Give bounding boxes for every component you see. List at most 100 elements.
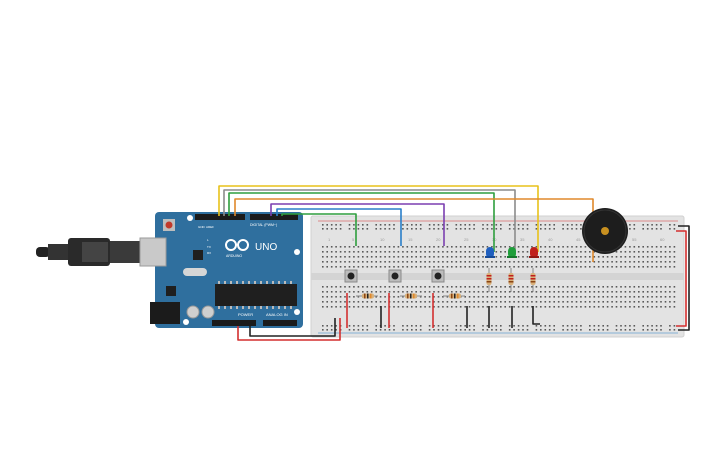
breadboard-hole — [606, 325, 609, 327]
breadboard-hole — [348, 224, 351, 226]
breadboard-hole — [544, 301, 547, 303]
column-number: 40 — [548, 237, 553, 242]
breadboard-hole — [402, 228, 404, 230]
breadboard-hole — [508, 306, 511, 308]
breadboard-hole — [344, 291, 346, 293]
breadboard-hole — [508, 224, 511, 226]
breadboard-hole — [393, 296, 395, 298]
breadboard-hole — [486, 261, 489, 263]
breadboard-hole — [397, 251, 400, 253]
breadboard-hole — [433, 291, 435, 293]
breadboard-hole — [384, 266, 386, 268]
breadboard-hole — [638, 291, 640, 293]
breadboard-hole — [540, 329, 542, 331]
breadboard-hole — [544, 261, 547, 263]
breadboard-hole — [486, 329, 489, 331]
breadboard-hole — [642, 266, 644, 268]
breadboard-hole — [597, 286, 600, 288]
breadboard-hole — [459, 251, 462, 253]
breadboard-hole — [548, 306, 551, 308]
breadboard-hole — [522, 266, 524, 268]
breadboard-hole — [428, 291, 431, 293]
breadboard-hole — [468, 246, 471, 248]
breadboard-hole — [633, 301, 636, 303]
breadboard-hole — [357, 266, 360, 268]
breadboard-hole — [522, 291, 524, 293]
breadboard-hole — [362, 329, 364, 331]
breadboard-hole — [548, 286, 551, 288]
breadboard-hole — [611, 291, 613, 293]
breadboard-hole — [526, 228, 529, 230]
breadboard-hole — [557, 296, 560, 298]
breadboard-hole — [375, 266, 377, 268]
breadboard-hole — [411, 228, 413, 230]
breadboard-hole — [468, 301, 471, 303]
breadboard-hole — [540, 325, 542, 327]
breadboard-hole — [642, 246, 644, 248]
breadboard-hole — [562, 266, 564, 268]
breadboard-hole — [384, 306, 386, 308]
breadboard-hole — [584, 266, 587, 268]
breadboard-hole — [379, 228, 382, 230]
breadboard-hole — [571, 266, 573, 268]
brand-label: UNO — [255, 242, 277, 253]
breadboard-hole — [411, 325, 413, 327]
push-button — [388, 269, 402, 283]
column-number: 35 — [520, 237, 525, 242]
analog-header — [263, 320, 297, 326]
breadboard-hole — [655, 329, 658, 331]
breadboard-hole — [375, 325, 377, 327]
breadboard-hole — [655, 325, 658, 327]
breadboard-hole — [424, 286, 426, 288]
breadboard-hole — [326, 246, 328, 248]
breadboard-hole — [326, 286, 328, 288]
crystal — [183, 268, 207, 276]
breadboard-hole — [406, 286, 409, 288]
breadboard-hole — [330, 325, 333, 327]
breadboard-hole — [615, 251, 618, 253]
breadboard-hole — [531, 301, 533, 303]
breadboard-hole — [451, 256, 453, 258]
breadboard-hole — [339, 286, 342, 288]
breadboard-hole — [651, 246, 653, 248]
breadboard-hole — [442, 266, 444, 268]
breadboard-hole — [535, 266, 538, 268]
breadboard-hole — [322, 251, 324, 253]
breadboard-hole — [562, 251, 564, 253]
breadboard-hole — [459, 306, 462, 308]
breadboard-hole — [326, 329, 328, 331]
breadboard-hole — [353, 261, 355, 263]
breadboard-hole — [348, 228, 351, 230]
breadboard-hole — [548, 261, 551, 263]
breadboard-hole — [513, 329, 515, 331]
breadboard-hole — [402, 306, 404, 308]
breadboard-hole — [446, 246, 449, 248]
breadboard-hole — [348, 246, 351, 248]
breadboard-hole — [353, 286, 355, 288]
breadboard-hole — [446, 256, 449, 258]
breadboard-hole — [411, 246, 413, 248]
breadboard-hole — [402, 246, 404, 248]
breadboard-hole — [482, 266, 484, 268]
breadboard-hole — [357, 329, 360, 331]
breadboard-hole — [531, 286, 533, 288]
breadboard-hole — [553, 325, 555, 327]
breadboard-hole — [655, 301, 658, 303]
breadboard-hole — [633, 291, 636, 293]
breadboard-hole — [446, 296, 449, 298]
breadboard-hole — [651, 286, 653, 288]
breadboard-hole — [660, 306, 662, 308]
breadboard-hole — [655, 291, 658, 293]
breadboard-hole — [638, 261, 640, 263]
breadboard-hole — [566, 296, 569, 298]
breadboard-hole — [633, 261, 636, 263]
breadboard-hole — [428, 325, 431, 327]
breadboard-hole — [486, 306, 489, 308]
breadboard-hole — [379, 301, 382, 303]
breadboard-hole — [339, 228, 342, 230]
breadboard-hole — [384, 251, 386, 253]
breadboard-hole — [629, 266, 631, 268]
breadboard-hole — [464, 256, 466, 258]
l-label: L — [207, 238, 209, 242]
breadboard-hole — [348, 251, 351, 253]
